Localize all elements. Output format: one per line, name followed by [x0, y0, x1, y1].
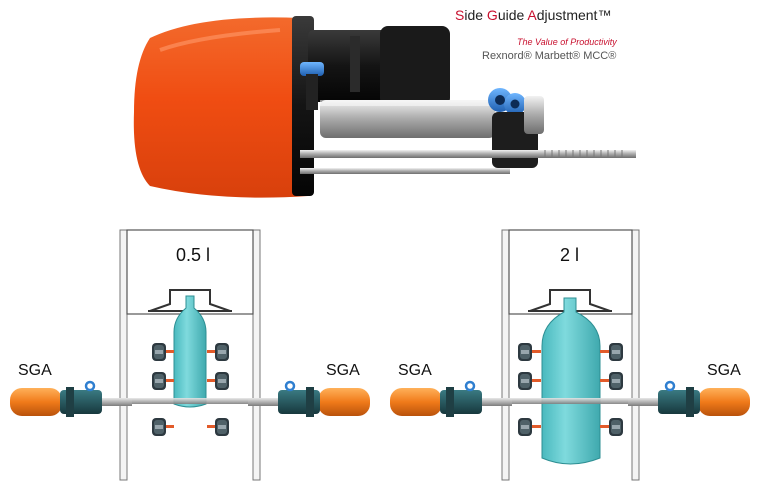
title-cap-1: S — [455, 7, 465, 23]
brand-names: Rexnord® Marbett® MCC® — [482, 50, 617, 62]
diagram-2l — [388, 229, 752, 481]
title-cap-3: A — [527, 7, 537, 23]
roller-icon — [609, 343, 623, 361]
sga-actuator-icon — [8, 380, 134, 419]
roller-icon — [152, 343, 166, 361]
roller-icon — [152, 418, 166, 436]
bottle-icon — [541, 297, 601, 465]
product-title: Side Guide Adjustment™ — [455, 7, 611, 23]
roller-icon — [215, 418, 229, 436]
roller-icon — [609, 372, 623, 390]
roller-icon — [215, 372, 229, 390]
bottle-icon — [173, 295, 207, 408]
right-diagram-size-label: 2 l — [560, 245, 580, 265]
title-rest-2: uide — [497, 7, 528, 23]
sga-actuator-icon — [626, 380, 752, 419]
tagline: The Value of Productivity — [517, 37, 617, 47]
left-diagram-sga-left-label: SGA — [18, 362, 52, 379]
diagram-0-5l — [8, 229, 372, 481]
right-diagram-sga-left-label: SGA — [398, 362, 432, 379]
roller-icon — [518, 343, 532, 361]
actuator-photo — [133, 16, 636, 198]
title-cap-2: G — [486, 7, 498, 23]
right-diagram-sga-right-label: SGA — [707, 362, 741, 379]
sga-actuator-icon — [388, 380, 514, 419]
roller-icon — [152, 372, 166, 390]
title-rest-3: djustment™ — [536, 7, 612, 23]
roller-icon — [518, 372, 532, 390]
roller-icon — [609, 418, 623, 436]
title-rest-1: ide — [464, 7, 487, 23]
sga-actuator-icon — [246, 380, 372, 419]
left-diagram-size-label: 0.5 l — [176, 245, 211, 265]
roller-icon — [518, 418, 532, 436]
left-diagram-sga-right-label: SGA — [326, 362, 360, 379]
roller-icon — [215, 343, 229, 361]
